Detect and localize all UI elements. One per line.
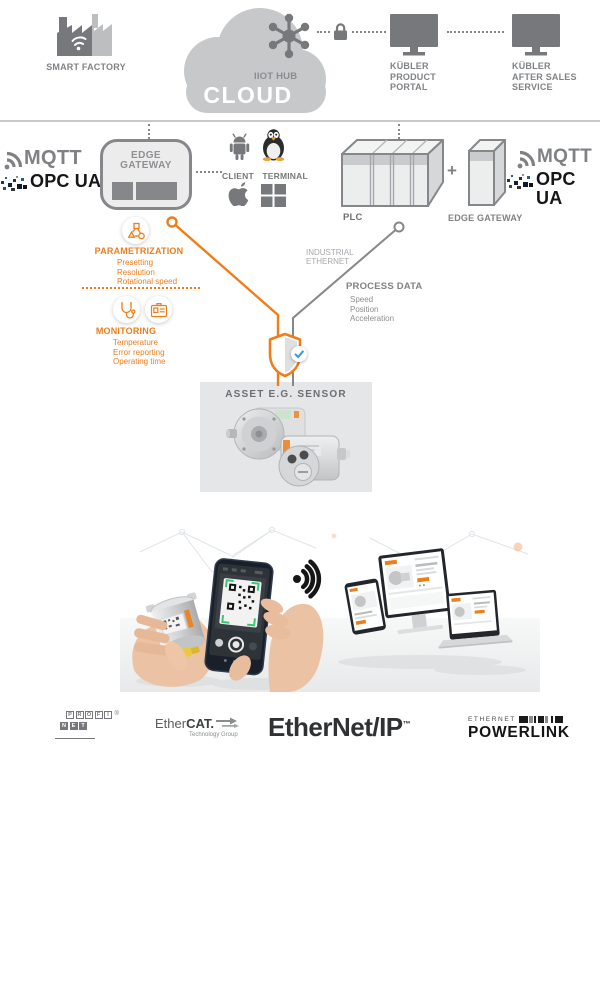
ethercat-text-bold: CAT. [186,716,215,731]
cloud-label: CLOUD [203,82,293,108]
windows-icon [261,184,286,207]
gray-line-pin [393,221,405,233]
opcua-logo-left: OPC UA [30,171,102,191]
stethoscope-icon [113,296,140,323]
profinet-letter: E [69,721,78,730]
orange-glow-dot [513,542,523,552]
wifi-icon [293,559,322,599]
cloud-shape [184,8,326,113]
dotted-drop-right [398,124,400,143]
ethercat-text-light: Ether [155,716,187,731]
edge-gateway-right-label: EDGE GATEWAY [448,213,523,223]
hand-with-encoder [132,592,215,687]
edge-gateway-box-label: EDGE GATEWAY [120,150,172,171]
mqtt-logo-right: MQTT [537,146,593,167]
product-portal-monitor-icon [390,14,438,56]
monitor-device [378,548,451,634]
after-sales-monitor-icon [512,14,560,56]
gateway-module-icon [112,182,133,200]
plc-icon [341,139,444,207]
dotted-drop-left [148,124,150,139]
terminal-label: TERMINAL [262,171,308,181]
client-label: CLIENT [222,171,254,181]
client-terminal-label: CLIENT TERMINAL [222,166,312,184]
ethernetip-text: EtherNet/IP [268,712,403,742]
dotted-link-portal-service [447,31,504,33]
opcua-pixels-icon [507,174,533,189]
powerlink-text: POWERLINK [468,724,570,741]
parametrization-item: Resolution [117,267,155,277]
hand-with-phone [204,558,324,692]
parametrization-title: PARAMETRIZATION [94,246,184,256]
dotted-link-gateway-client [196,171,222,173]
linux-tux-icon [262,129,285,161]
ethercat-arrow-icon [216,717,240,728]
qr-scan-scene [120,526,540,692]
gateway-module-icon [136,182,177,200]
android-icon [229,133,250,160]
dotted-link-lock-portal [352,31,386,33]
industrial-ethernet-label: INDUSTRIAL ETHERNET [306,248,354,266]
opcua-logo-right: OPC UA [536,169,576,208]
ethercat-subtitle: Technology Group [189,732,238,738]
registered-mark: ® [114,711,119,717]
after-sales-label: KÜBLER AFTER SALES SERVICE [512,61,577,92]
profinet-letter: N [60,721,68,730]
qr-code [226,583,256,611]
profinet-letter: P [66,711,74,719]
product-portal-label: KÜBLER PRODUCT PORTAL [390,61,436,92]
edge-gateway-box: EDGE GATEWAY [100,139,192,210]
monitoring-item: Error reporting [113,347,165,357]
monitoring-item: Temperature [113,338,158,347]
parametrization-item: Rotational speed [117,277,178,286]
tablet-device [344,578,386,635]
powerlink-logo: ETHERNET POWERLINK [468,716,570,742]
encoder-product-image [226,407,350,487]
ethernetip-logo: EtherNet/IP™ [268,712,411,743]
mqtt-wifi-icon [4,151,23,170]
mqtt-logo-left: MQTT [24,147,82,169]
profinet-letter: O [85,711,93,719]
profinet-letter: T [79,721,87,730]
apple-icon [228,182,249,206]
laptop-device [438,589,513,649]
process-data-title: PROCESS DATA [346,281,423,292]
profinet-letter: R [75,711,84,719]
section-divider [0,120,600,122]
iiot-hub-label: IIOT HUB [254,71,298,82]
lock-icon [334,23,347,40]
smart-factory-icon [57,14,112,56]
mqtt-wifi-icon [517,150,536,169]
process-data-item: Acceleration [350,314,395,323]
profinet-rail [55,738,95,740]
parametrization-icon [122,217,149,244]
dotted-link-cloud-lock [317,31,330,33]
trademark: ™ [402,719,411,729]
powerlink-ethernet-text: ETHERNET [468,716,516,723]
opcua-pixels-icon [1,176,27,191]
asset-title: ASSET E.G. SENSOR [225,389,347,400]
check-icon [291,346,307,362]
iiot-hub-icon [268,13,310,59]
process-data-item: Position [350,304,379,314]
orange-dotted-separator [82,287,200,289]
network-pattern [139,526,529,573]
edge-gateway-3d-icon [468,139,506,206]
monitoring-title: MONITORING [95,326,157,336]
qr-scan-frame [221,579,260,627]
plus-sign: + [447,161,457,180]
powerlink-barcode-icon [518,716,563,723]
process-data-item: Speed [350,295,374,304]
id-card-icon [145,296,172,323]
monitoring-item: Operating time [113,357,166,366]
smart-factory-label: SMART FACTORY [46,62,126,72]
parametrization-item: Presetting [117,258,154,267]
plc-label: PLC [343,212,363,223]
profinet-letter: F [94,711,103,719]
profinet-logo: P R O F I ® N E T [55,711,119,740]
profinet-letter: I [104,711,112,719]
orange-line-pin [166,216,178,228]
